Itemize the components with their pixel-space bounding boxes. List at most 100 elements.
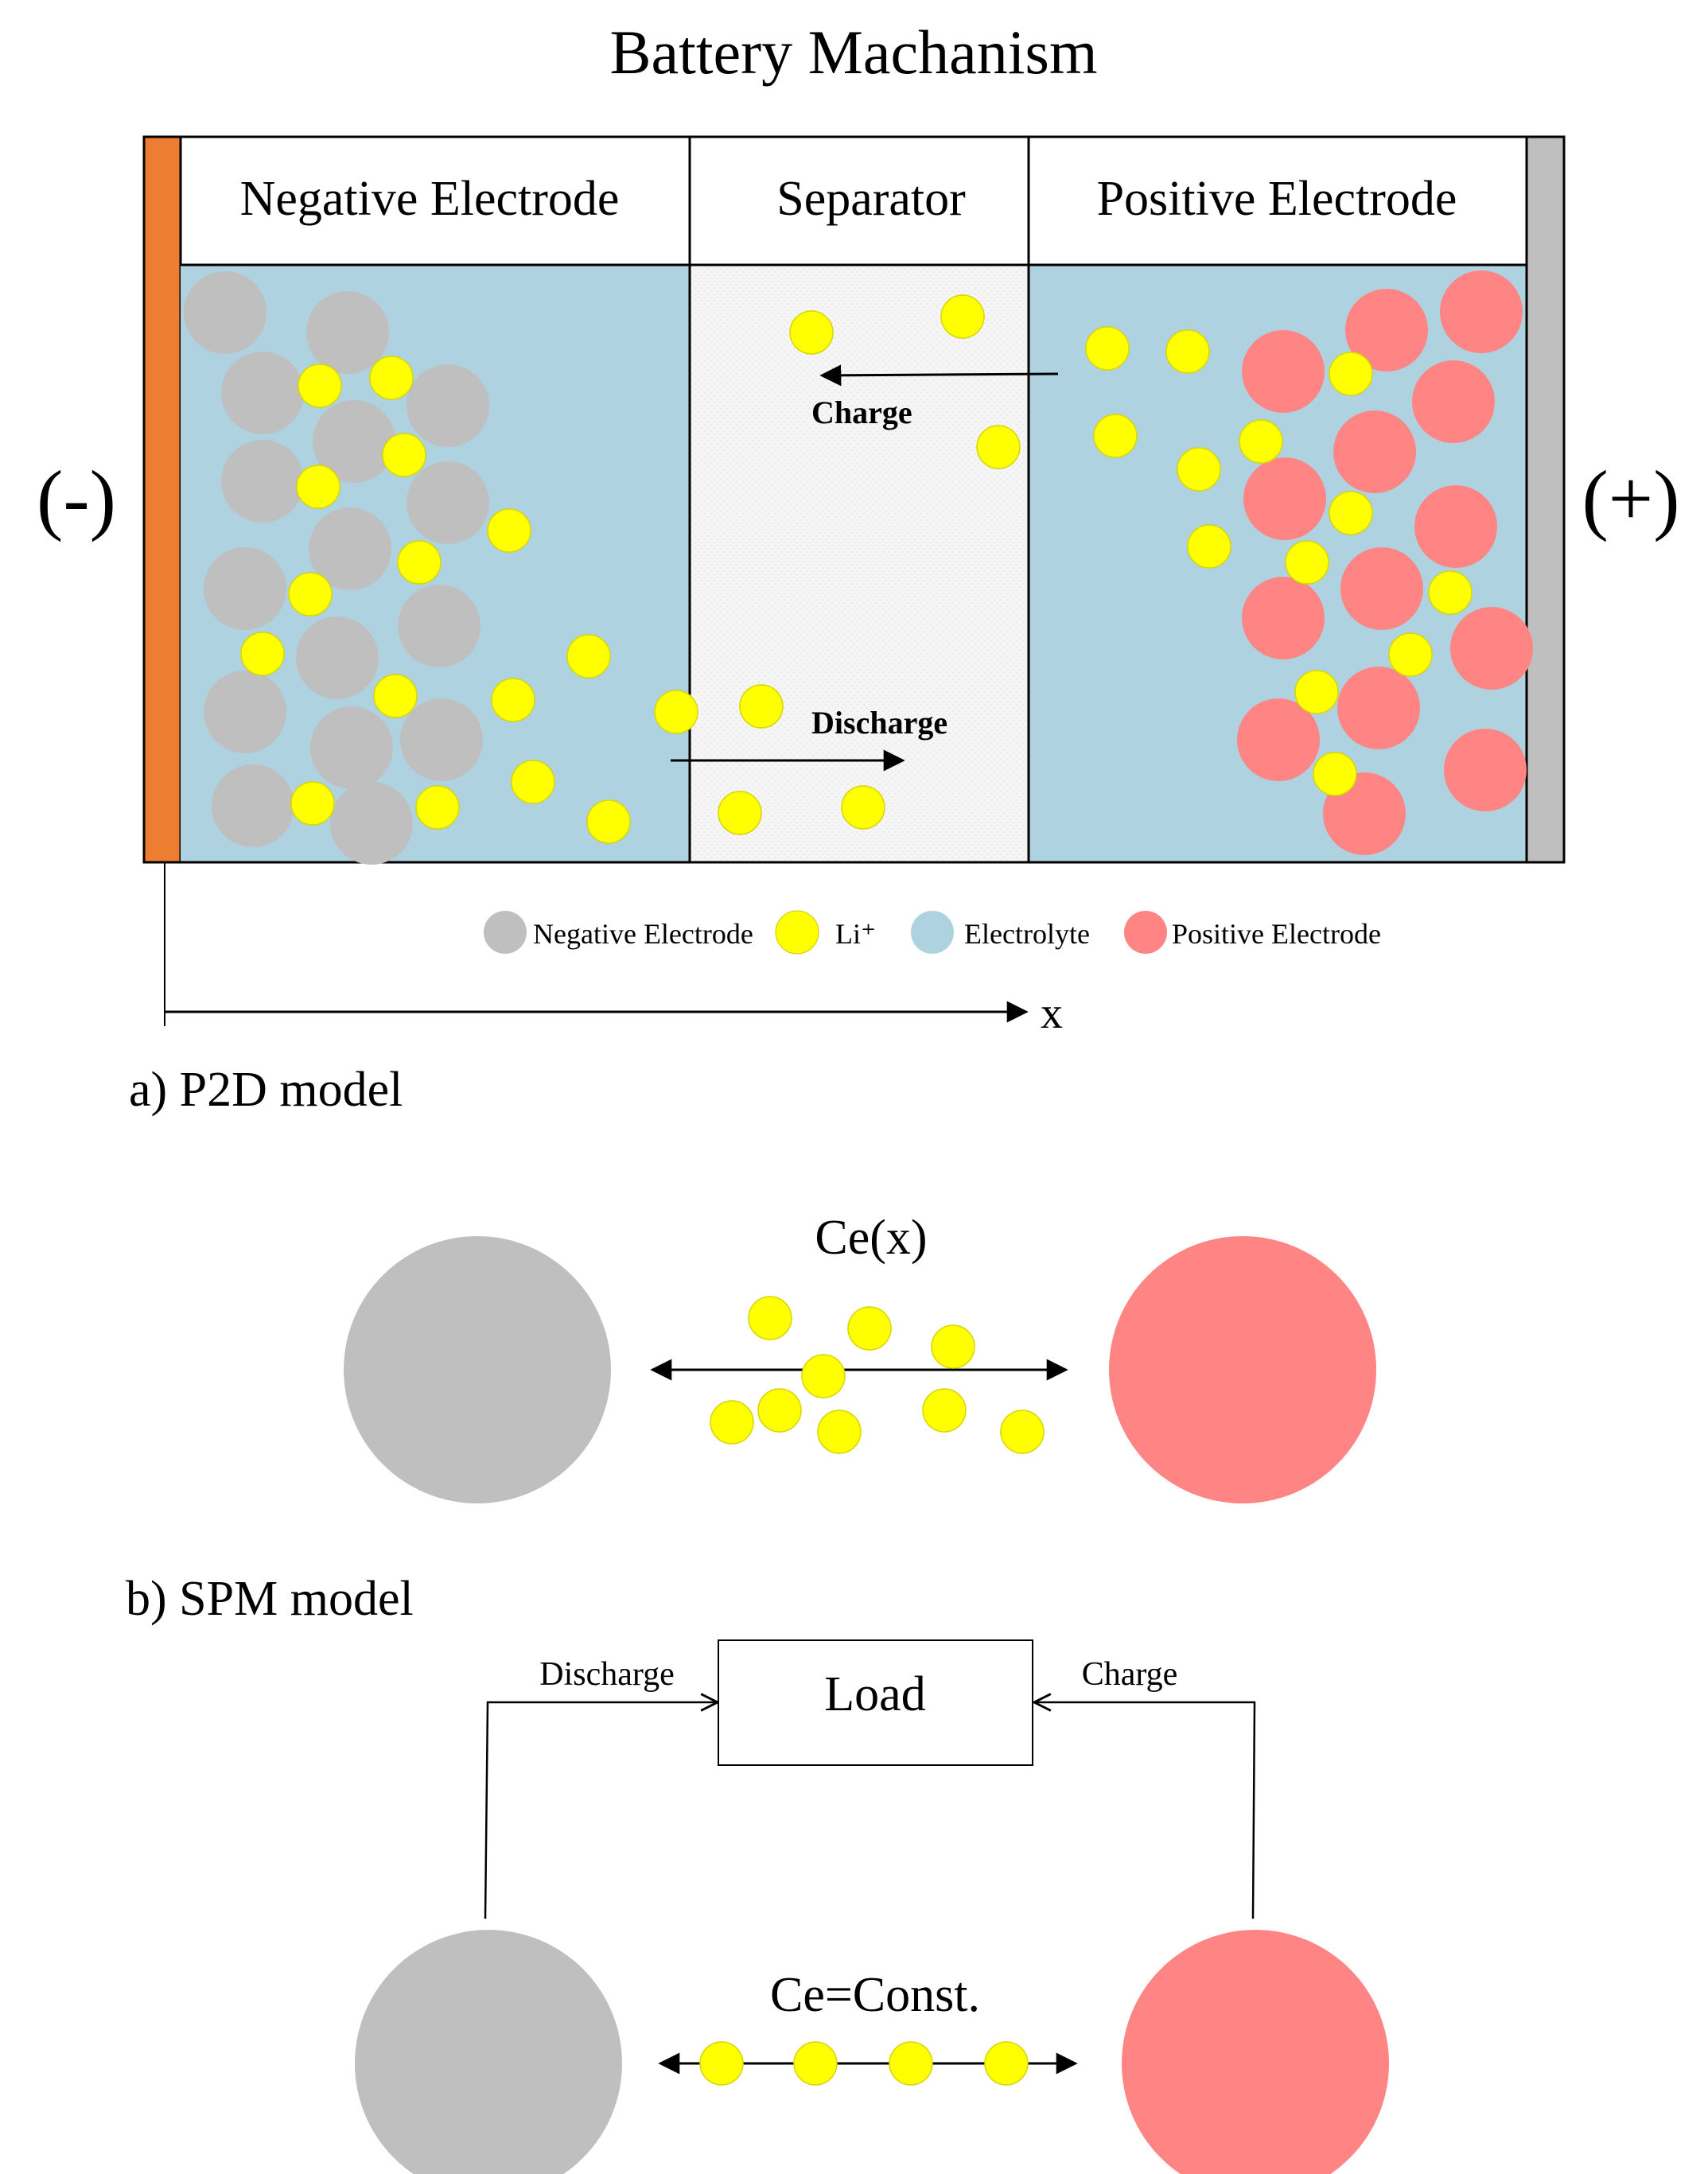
lithium-ion [1313,752,1357,796]
lithium-ions [240,294,1473,844]
lithium-ion [296,465,340,509]
legend-item-li: Li⁺ [775,910,876,955]
lithium-ion [817,1410,862,1454]
positive-particle [1237,698,1320,781]
lithium-ion [240,632,285,676]
lithium-ion [847,1306,892,1351]
lithium-ion [1093,414,1138,458]
spm-caption: b) SPM model [126,1572,414,1626]
separator-header: Separator [776,172,966,226]
negative-terminal: (-) [37,454,116,543]
negative-particle [400,698,483,781]
lithium-ion [1187,524,1231,569]
lithium-ion [1165,329,1210,374]
lithium-ion [789,310,834,355]
lithium-ion [1294,670,1339,714]
legend-electrolyte-swatch [911,911,954,954]
separator-region [690,265,1029,862]
lithium-ion [298,364,342,408]
lithium-ion [586,799,631,844]
lithium-ion [757,1388,802,1433]
negative-particle [398,585,480,667]
lithium-ion [654,690,698,734]
lithium-ion [801,1354,846,1398]
discharge-wire [484,1702,718,1919]
legend-item-positive: Positive Electrode [1124,911,1381,954]
charge-wire [1034,1702,1256,1919]
negative-particle [221,440,304,523]
positive-particle [1450,607,1533,690]
negative-particle [306,291,389,374]
lithium-ion [1177,447,1221,492]
p2d-negative-particle [344,1236,611,1503]
lithium-ion [931,1324,975,1369]
lithium-ion [984,2041,1029,2086]
x-axis-label: x [1041,989,1063,1038]
positive-particle [1340,547,1423,630]
lithium-ion [976,425,1021,469]
negative-particle [221,352,304,434]
negative-electrode-header: Negative Electrode [240,172,620,226]
lithium-ion [1388,632,1433,677]
legend: Negative Electrode Li⁺ Electrolyte Posit… [484,910,1381,955]
header-box [179,135,1528,266]
p2d-lithium-ions [710,1296,1045,1454]
negative-particles [184,271,489,865]
p2d-positive-particle [1109,1236,1376,1503]
lithium-ion [369,356,414,400]
diagram-title: Battery Machanism [610,18,1098,87]
negative-particle [313,400,395,483]
charge-label: Charge [811,395,912,430]
legend-negative-swatch [484,911,527,954]
lithium-ion [1428,570,1473,615]
legend-item-negative: Negative Electrode [484,911,753,954]
legend-positive-label: Positive Electrode [1172,918,1381,950]
legend-li-label: Li⁺ [835,918,876,950]
load-label: Load [824,1667,925,1721]
positive-particle [1242,577,1325,659]
load-box [718,1639,1033,1766]
charge-arrow [819,364,1059,387]
lithium-ion [487,508,531,553]
lithium-ion [1329,491,1373,535]
cell-outline [142,135,1566,864]
positive-particle [1345,289,1428,371]
positive-particle [1444,729,1527,811]
lithium-ion [382,433,426,477]
lithium-ion [940,294,985,339]
spm-charge-label: Charge [1082,1656,1178,1693]
p2d-caption: a) P2D model [129,1063,403,1117]
legend-positive-swatch [1124,911,1167,954]
positive-particle [1333,410,1416,493]
negative-particle [296,616,379,699]
spm-negative-particle [355,1930,622,2174]
negative-particle [407,364,489,447]
spm-positive-particle [1122,1930,1389,2174]
lithium-ion [739,684,784,729]
negative-particle [184,271,267,354]
positive-electrode-header: Positive Electrode [1097,172,1457,226]
lithium-ion [1000,1410,1045,1454]
positive-particle [1337,667,1420,749]
discharge-label: Discharge [811,705,947,741]
positive-particle [1243,457,1326,540]
negative-particle [310,706,393,789]
lithium-ion [373,674,418,718]
lithium-ion [1285,540,1329,585]
positive-collector [1525,135,1566,864]
legend-electrolyte-label: Electrolyte [964,918,1090,950]
spm-concentration-label: Ce=Const. [770,1968,980,2022]
legend-li-swatch [775,910,819,955]
lithium-ion [1329,352,1373,396]
legend-item-electrolyte: Electrolyte [911,911,1090,954]
positive-terminal: (+) [1582,454,1680,543]
lithium-ion [748,1296,792,1340]
lithium-ion [415,785,460,830]
positive-particles [1237,270,1533,855]
lithium-ion [290,781,335,826]
positive-particle [1412,360,1495,443]
lithium-ion [491,678,535,722]
negative-collector [142,135,182,864]
negative-particle [212,764,294,847]
